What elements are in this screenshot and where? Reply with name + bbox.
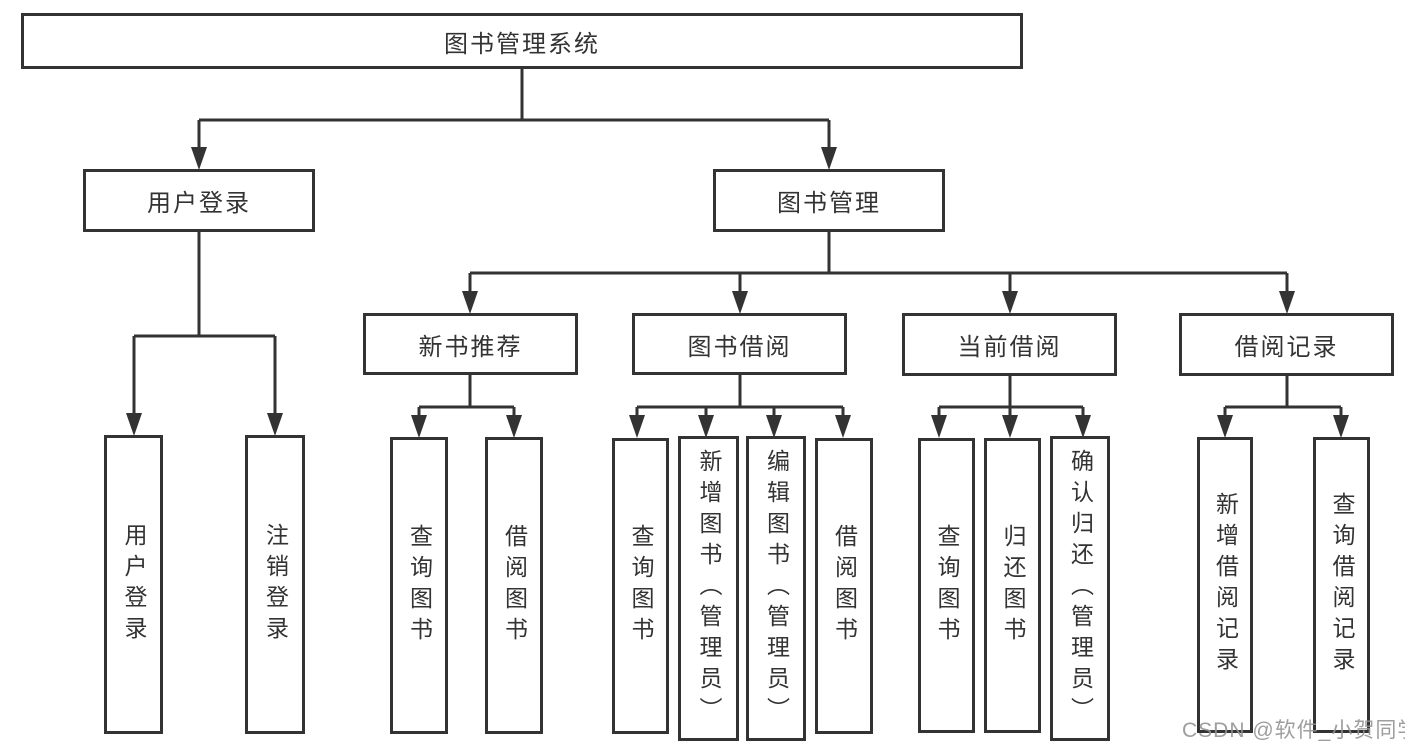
node-new-book-recommendation-label: 新书推荐	[418, 333, 523, 361]
node-book-borrowing-label: 图书借阅	[687, 333, 792, 361]
node-borrowing-records: 借阅记录	[1179, 313, 1394, 376]
leaf-query-borrow-record-label: 查询借阅记录	[1329, 492, 1355, 678]
leaf-edit-book-admin: 编辑图书（管理员）	[746, 436, 806, 741]
leaf-return-books: 归还图书	[984, 438, 1041, 733]
arrowheads	[126, 147, 1349, 438]
csdn-watermark: CSDN @软件_小贺同学	[1182, 719, 1405, 742]
leaf-user-login: 用户登录	[104, 435, 163, 734]
node-current-borrowing: 当前借阅	[902, 313, 1117, 376]
leaf-add-book-admin: 新增图书（管理员）	[678, 436, 739, 741]
node-book-management: 图书管理	[713, 169, 945, 232]
node-user-login: 用户登录	[83, 169, 315, 232]
leaf-user-login-label: 用户登录	[121, 522, 147, 647]
node-new-book-recommendation: 新书推荐	[363, 313, 578, 375]
node-book-borrowing: 图书借阅	[632, 313, 847, 375]
node-root: 图书管理系统	[21, 13, 1023, 69]
node-current-borrowing-label: 当前借阅	[957, 334, 1062, 361]
leaf-query-books-recommend-label: 查询图书	[406, 523, 433, 648]
node-book-management-label: 图书管理	[777, 190, 881, 217]
leaf-borrow-books-borrowing: 借阅图书	[815, 438, 873, 734]
leaf-add-borrow-record: 新增借阅记录	[1197, 437, 1253, 733]
leaf-logout-label: 注销登录	[262, 522, 289, 647]
leaf-query-books-borrowing-label: 查询图书	[628, 524, 654, 648]
leaf-query-books-recommend: 查询图书	[390, 437, 448, 734]
node-root-label: 图书管理系统	[444, 30, 600, 58]
leaf-add-book-admin-label: 新增图书（管理员）	[696, 449, 722, 728]
leaf-borrow-books-recommend: 借阅图书	[485, 437, 543, 734]
node-borrowing-records-label: 借阅记录	[1234, 334, 1339, 361]
leaf-add-borrow-record-label: 新增借阅记录	[1212, 492, 1239, 678]
leaf-return-books-label: 归还图书	[1000, 523, 1026, 648]
leaf-edit-book-admin-label: 编辑图书（管理员）	[763, 449, 790, 728]
leaf-borrow-books-recommend-label: 借阅图书	[501, 523, 528, 648]
leaf-borrow-books-borrowing-label: 借阅图书	[831, 524, 858, 648]
leaf-query-books-current: 查询图书	[918, 438, 975, 733]
node-user-login-label: 用户登录	[147, 190, 251, 217]
leaf-query-borrow-record: 查询借阅记录	[1313, 437, 1370, 733]
leaf-query-books-borrowing: 查询图书	[612, 438, 669, 734]
leaf-confirm-return-admin: 确认归还（管理员）	[1050, 436, 1110, 741]
leaf-confirm-return-admin-label: 确认归还（管理员）	[1067, 449, 1094, 728]
leaf-logout: 注销登录	[245, 435, 305, 734]
leaf-query-books-current-label: 查询图书	[934, 523, 960, 648]
